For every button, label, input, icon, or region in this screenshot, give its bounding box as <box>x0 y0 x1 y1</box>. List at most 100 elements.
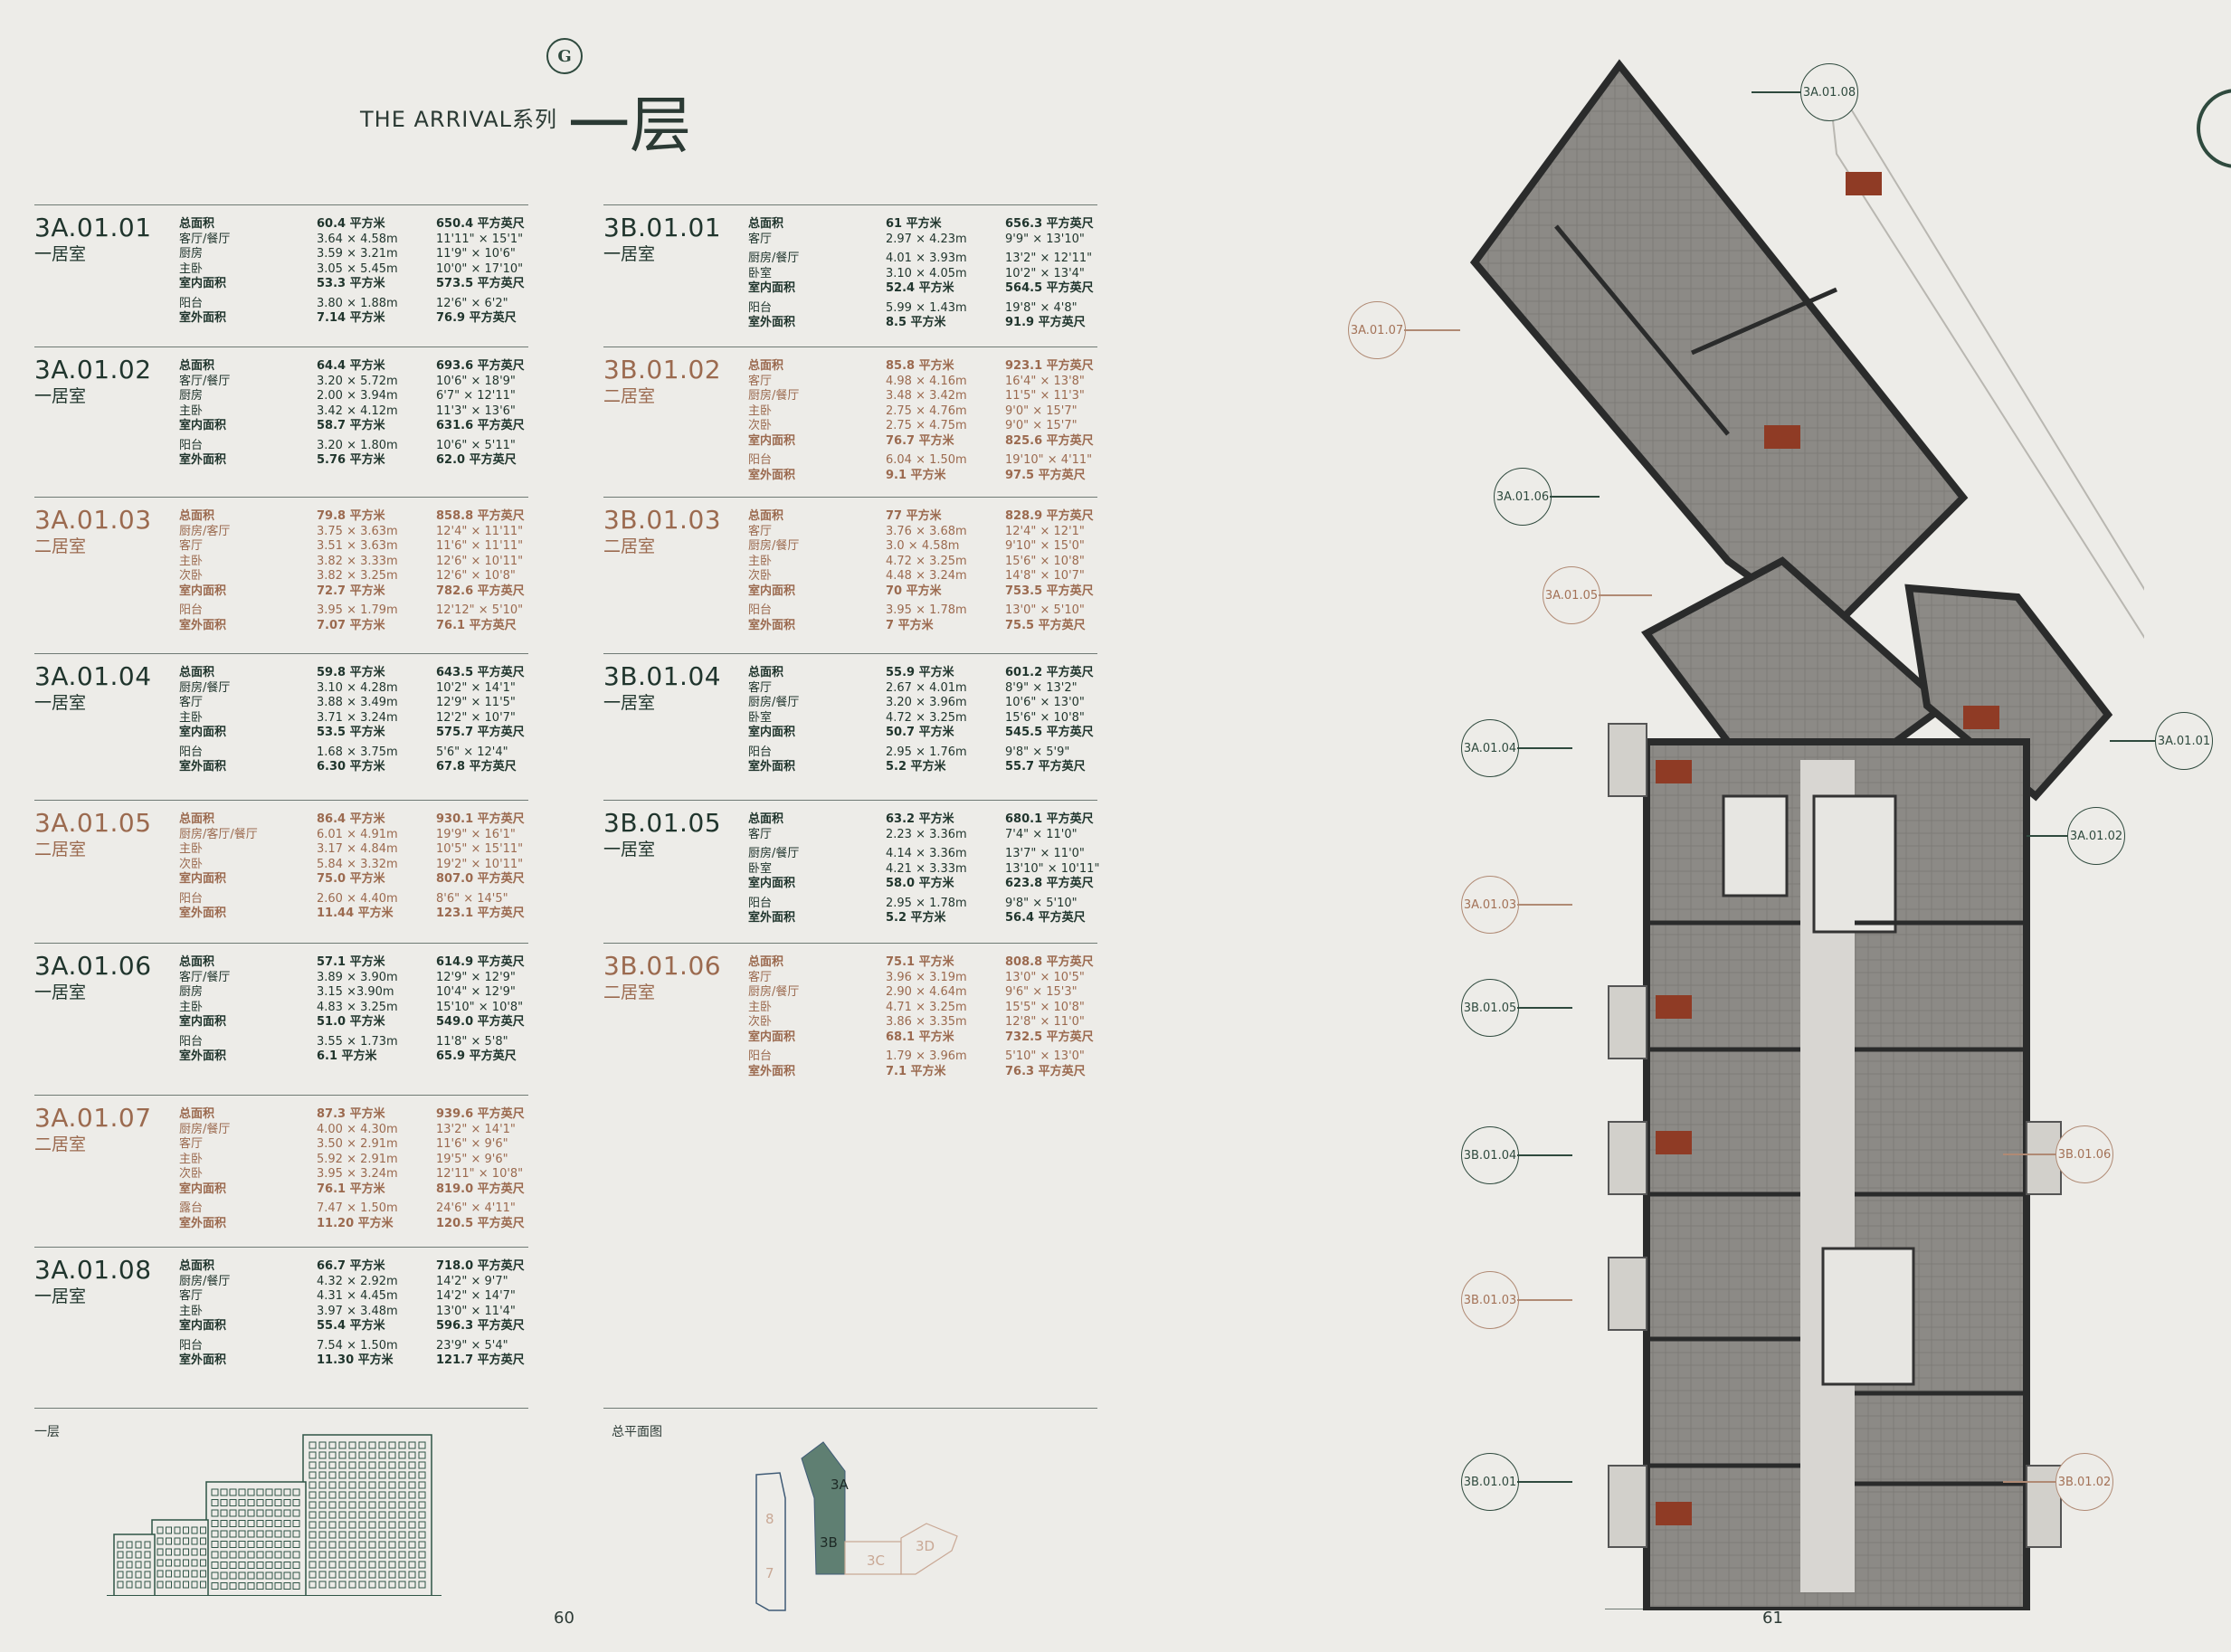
divider <box>603 653 1097 654</box>
spec-metric: 3.76 × 3.68m <box>886 524 967 538</box>
spec-imperial: 12'4" × 11'11" <box>436 524 524 538</box>
window-mark <box>220 1562 228 1569</box>
window-mark <box>229 1488 237 1496</box>
spec-metric: 3.15 ×3.90m <box>317 985 394 999</box>
spec-imperial: 807.0 平方英尺 <box>436 872 525 886</box>
spec-imperial: 12'8" × 11'0" <box>1005 1015 1085 1029</box>
window-mark <box>274 1562 282 1569</box>
window-mark <box>174 1570 181 1578</box>
window-mark <box>283 1520 291 1527</box>
window-mark <box>418 1551 426 1559</box>
window-mark <box>348 1551 356 1559</box>
spec-metric: 3.95 × 3.24m <box>317 1167 398 1181</box>
window-mark <box>398 1491 406 1499</box>
window-mark <box>348 1541 356 1549</box>
spec-metric: 2.97 × 4.23m <box>886 232 967 246</box>
tag-leader-line <box>1517 747 1572 749</box>
window-mark <box>348 1511 356 1519</box>
spec-label: 总面积 <box>179 812 215 826</box>
window-mark <box>328 1551 337 1559</box>
siteplan-tag-3b: 3B <box>820 1534 838 1551</box>
window-mark <box>238 1571 246 1580</box>
unit-code: 3A.01.08 <box>34 1255 152 1285</box>
spec-imperial: 12'12" × 5'10" <box>436 603 524 617</box>
window-mark <box>200 1526 206 1534</box>
unit-type: 一居室 <box>603 693 656 713</box>
window-mark <box>183 1526 189 1534</box>
window-mark <box>220 1551 228 1559</box>
window-mark <box>358 1461 366 1469</box>
spec-imperial: 930.1 平方英尺 <box>436 812 525 826</box>
window-mark <box>157 1559 164 1567</box>
unit-type: 一居室 <box>34 1286 87 1306</box>
divider <box>603 800 1097 801</box>
window-mark <box>135 1581 142 1589</box>
window-mark <box>318 1451 327 1459</box>
spec-label: 卧室 <box>748 710 773 725</box>
window-mark <box>238 1520 246 1527</box>
spec-label: 总面积 <box>748 359 784 373</box>
window-mark <box>418 1531 426 1539</box>
spec-label: 厨房 <box>179 247 204 261</box>
spec-imperial: 12'6" × 10'11" <box>436 554 524 568</box>
spec-imperial: 623.8 平方英尺 <box>1005 877 1094 890</box>
unit-type: 一居室 <box>603 840 656 859</box>
page-number-left: 60 <box>554 1609 574 1628</box>
spec-metric: 87.3 平方米 <box>317 1107 385 1121</box>
spec-imperial: 12'4" × 12'1" <box>1005 524 1085 538</box>
window-mark <box>238 1499 246 1506</box>
window-mark <box>191 1559 198 1567</box>
window-mark <box>220 1582 228 1590</box>
spec-imperial: 19'2" × 10'11" <box>436 857 524 871</box>
unit-code: 3A.01.07 <box>34 1103 152 1133</box>
divider <box>34 1408 528 1409</box>
window-mark <box>358 1531 366 1539</box>
spec-metric: 11.20 平方米 <box>317 1216 394 1230</box>
window-mark <box>157 1537 164 1545</box>
spec-imperial: 614.9 平方英尺 <box>436 955 525 969</box>
unit-tag-3b-01-02: 3B.01.02 <box>2055 1453 2113 1511</box>
spec-imperial: 9'6" × 15'3" <box>1005 985 1078 999</box>
spec-label: 阳台 <box>179 296 204 310</box>
spec-imperial: 10'5" × 15'11" <box>436 842 524 856</box>
spec-metric: 4.21 × 3.33m <box>886 861 967 876</box>
window-mark <box>274 1551 282 1559</box>
divider <box>34 653 528 654</box>
window-mark <box>265 1520 273 1527</box>
window-mark <box>211 1551 219 1559</box>
spec-imperial: 828.9 平方英尺 <box>1005 509 1094 523</box>
window-mark <box>418 1441 426 1449</box>
spec-label: 客厅 <box>179 1289 204 1303</box>
window-mark <box>220 1488 228 1496</box>
spec-imperial: 14'8" × 10'7" <box>1005 569 1085 583</box>
spec-label: 次卧 <box>179 1167 204 1181</box>
window-mark <box>398 1511 406 1519</box>
spec-label: 厨房/餐厅 <box>748 539 800 553</box>
window-mark <box>166 1581 172 1589</box>
spec-metric: 3.88 × 3.49m <box>317 696 398 709</box>
window-mark <box>348 1441 356 1449</box>
window-mark <box>211 1541 219 1548</box>
spec-label: 总面积 <box>748 812 784 826</box>
window-mark <box>318 1581 327 1589</box>
spec-label: 主卧 <box>748 554 773 568</box>
window-mark <box>318 1531 327 1539</box>
window-mark <box>274 1541 282 1548</box>
spec-metric: 3.20 × 3.96m <box>886 696 967 709</box>
spec-metric: 3.51 × 3.63m <box>317 539 398 553</box>
